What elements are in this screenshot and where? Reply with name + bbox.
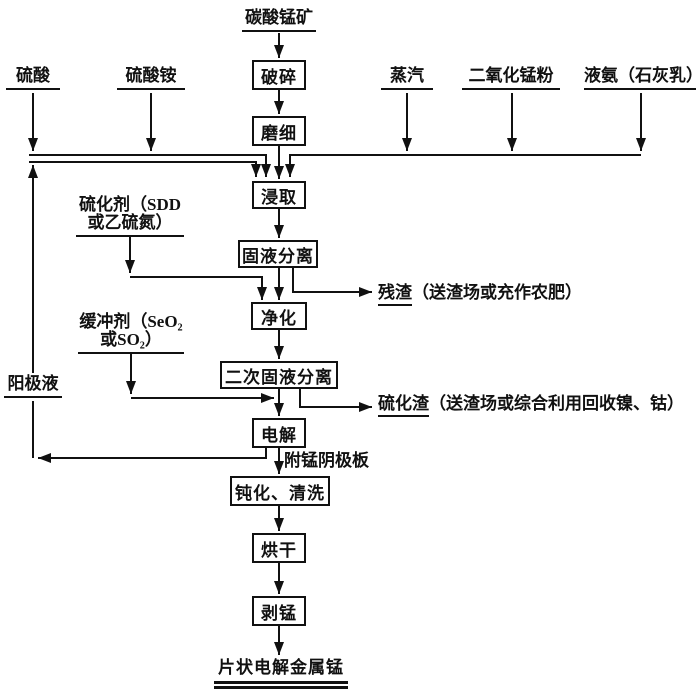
input-label-ammonium-sulfate: 硫酸铵 bbox=[117, 66, 185, 90]
process-box-purification: 净化 bbox=[251, 302, 307, 330]
residue-annotation: 残渣（送渣场或充作农肥） bbox=[378, 283, 582, 306]
process-box-drying: 烘干 bbox=[252, 533, 306, 563]
sulfiding-agent-line2: 或乙硫氮） bbox=[87, 213, 173, 232]
input-label-liquid-ammonia-lime-milk: 液氨（石灰乳） bbox=[584, 66, 700, 90]
final-product-label: 片状电解金属锰 bbox=[214, 658, 348, 689]
sulfide-slag-note: （送渣场或综合利用回收镍、钴） bbox=[429, 394, 684, 413]
process-box-grinding: 磨细 bbox=[252, 116, 306, 146]
sulfide-slag-annotation: 硫化渣（送渣场或综合利用回收镍、钴） bbox=[378, 394, 684, 417]
byproduct-arrows bbox=[292, 268, 372, 412]
buffer-agent-line2: 或SO₂） bbox=[100, 330, 162, 349]
process-box-crushing: 破碎 bbox=[252, 60, 306, 90]
process-box-electrolysis: 电解 bbox=[252, 418, 306, 448]
sulfiding-agent-line1: 硫化剂（SDD bbox=[78, 195, 181, 214]
residue-note: （送渣场或充作农肥） bbox=[412, 283, 582, 302]
anolyte-label: 阳极液 bbox=[4, 374, 62, 398]
feed-bus-arrows bbox=[28, 93, 646, 177]
anolyte-recycle-arrows bbox=[28, 165, 267, 463]
process-box-solid-liquid-separation: 固液分离 bbox=[238, 240, 318, 268]
residue-label: 残渣 bbox=[378, 283, 412, 306]
cathode-plate-label: 附锰阴极板 bbox=[284, 451, 369, 470]
input-label-manganese-dioxide-powder: 二氧化锰粉 bbox=[462, 66, 560, 90]
process-box-leaching: 浸取 bbox=[252, 181, 306, 209]
input-label-sulfuric-acid: 硫酸 bbox=[6, 66, 60, 90]
sulfide-slag-label: 硫化渣 bbox=[378, 394, 429, 417]
process-box-manganese-stripping: 剥锰 bbox=[252, 596, 306, 626]
input-label-steam: 蒸汽 bbox=[381, 66, 433, 90]
source-label-manganese-carbonate-ore: 碳酸锰矿 bbox=[242, 8, 316, 32]
process-box-passivation-cleaning: 钝化、清洗 bbox=[230, 476, 330, 506]
reagent-arrows bbox=[125, 235, 274, 403]
process-box-secondary-solid-liquid-separation: 二次固液分离 bbox=[220, 361, 338, 389]
input-label-sulfiding-agent: 硫化剂（SDD 或乙硫氮） bbox=[76, 196, 184, 237]
input-label-buffer-agent: 缓冲剂（SeO₂ 或SO₂） bbox=[78, 313, 184, 354]
buffer-agent-line1: 缓冲剂（SeO₂ bbox=[79, 312, 183, 331]
